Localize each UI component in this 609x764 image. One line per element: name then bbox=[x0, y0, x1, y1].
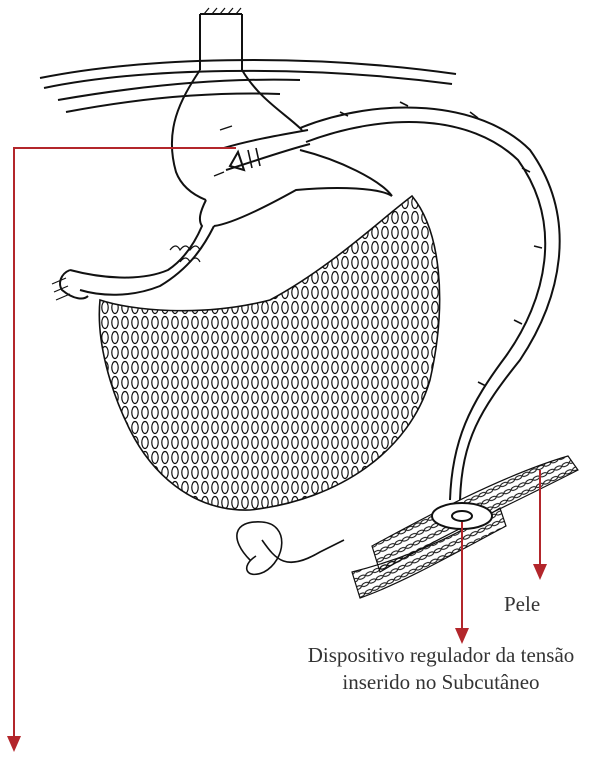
arrowhead-down-icon bbox=[533, 564, 547, 580]
device-label-line-1: Dispositivo regulador da tensão bbox=[278, 642, 604, 669]
device-label: Dispositivo regulador da tensão inserido… bbox=[278, 642, 604, 696]
arrowhead-down-icon bbox=[7, 736, 21, 752]
diaphragm bbox=[40, 60, 456, 112]
omentum bbox=[99, 196, 439, 510]
device-label-line-2: inserido no Subcutâneo bbox=[278, 669, 604, 696]
artist-signature bbox=[237, 522, 344, 575]
gastric-band bbox=[214, 126, 310, 176]
skin-label: Pele bbox=[504, 591, 540, 618]
